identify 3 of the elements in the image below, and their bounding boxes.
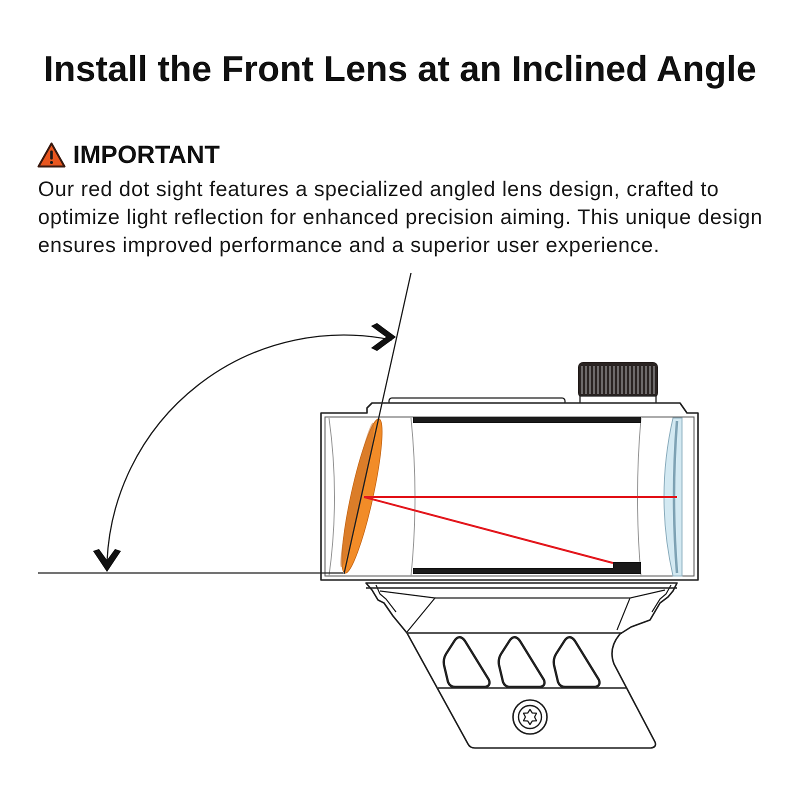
heading: IMPORTANT xyxy=(73,140,220,170)
title: Install the Front Lens at an Inclined Angle xyxy=(44,47,756,91)
description-text: Our red dot sight features a specialized angled lens design, crafted to optimize light reflection for enhanced precision aiming. This unique design ensures improved performance and a superior user experience. xyxy=(38,177,764,259)
